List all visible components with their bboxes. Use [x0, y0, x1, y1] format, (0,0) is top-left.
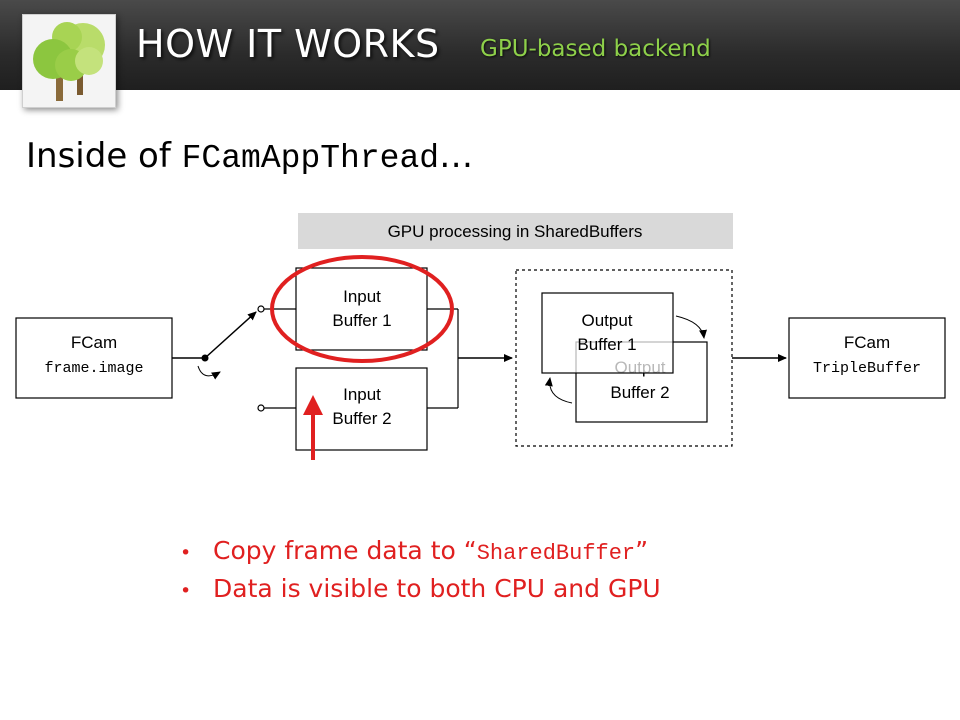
heading-suffix: … [439, 136, 474, 176]
gpu-output-group [515, 269, 733, 447]
heading-code: FCamAppThread [181, 140, 440, 177]
source-label: FCam [71, 333, 117, 352]
input-buffer-2-line2: Buffer 2 [332, 409, 391, 428]
bullet-list: • Copy frame data to “SharedBuffer” • Data… [180, 536, 661, 611]
source-code: frame.image [44, 360, 143, 377]
dest-label: FCam [844, 333, 890, 352]
switch-contact-top [257, 305, 265, 313]
dest-box [788, 317, 946, 399]
switch-rotate-arrow [197, 365, 221, 380]
bullet-code: SharedBuffer [476, 541, 636, 566]
bullet-text: Copy frame data to “ [213, 536, 477, 565]
highlight-ellipse [270, 255, 454, 363]
header-bar: HOW IT WORKS GPU-based backend [0, 0, 960, 108]
input-buffer-1-line2: Buffer 1 [332, 311, 391, 330]
output-buffer-1-box [541, 292, 674, 374]
page-heading: Inside of FCamAppThread… [26, 136, 473, 177]
swap-arrow-right [675, 315, 707, 339]
source-box [15, 317, 173, 399]
bullet-dot: • [180, 580, 192, 602]
bullet-item: • Data is visible to both CPU and GPU [180, 574, 661, 603]
bullet-dot: • [180, 542, 192, 564]
banner-box [298, 213, 733, 249]
slide-title: HOW IT WORKS [136, 22, 440, 66]
input-buffer-2-line1: Input [343, 385, 381, 404]
input-buffer-1-box [295, 267, 428, 351]
switch-lever [204, 311, 257, 359]
output-buffer-1-line2: Buffer 1 [577, 335, 636, 354]
bullet-text: Data is visible to both CPU and GPU [213, 574, 661, 603]
input-buffer-1-line1: Input [343, 287, 381, 306]
output-buffer-2-line2: Buffer 2 [610, 383, 669, 402]
bullet-item: • Copy frame data to “SharedBuffer” [180, 536, 661, 566]
switch-contact-bottom [257, 404, 265, 412]
banner-label: GPU processing in SharedBuffers [388, 222, 643, 241]
tree-icon [22, 14, 116, 108]
output-buffer-1-line1: Output [581, 311, 632, 330]
buffer-pipeline-diagram: GPU processing in SharedBuffers FCam fra… [15, 213, 946, 460]
dest-code: TripleBuffer [813, 360, 921, 377]
swap-arrow-left [544, 377, 573, 404]
heading-text: Inside of [26, 136, 182, 176]
slide-subtitle: GPU-based backend [480, 36, 711, 62]
bullet-text-end: ” [635, 536, 649, 565]
